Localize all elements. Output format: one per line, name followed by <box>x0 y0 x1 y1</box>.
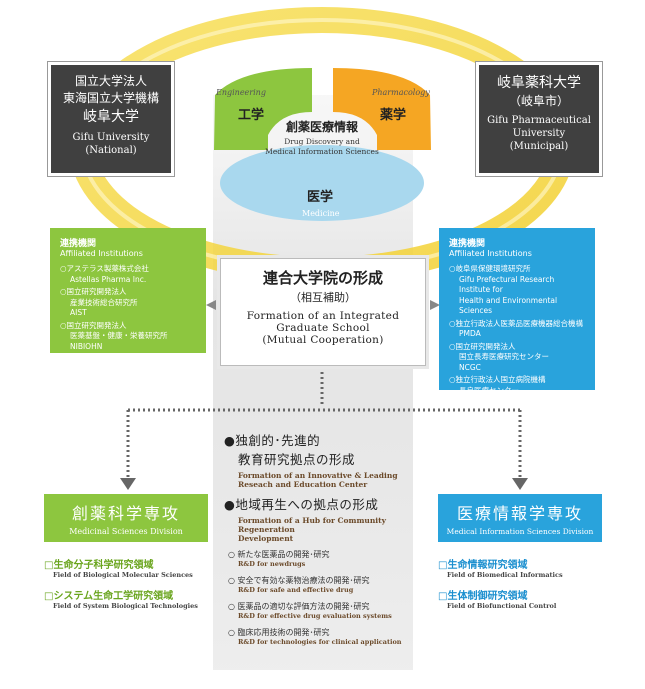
gifu-univ-line3: 岐阜大学 <box>83 109 139 125</box>
pharmacology-label-jp: 薬学 <box>380 108 407 123</box>
gifu-pharm-en2: University <box>512 128 566 139</box>
division-right-fields: □生命情報研究領域 Field of Biomedical Informatic… <box>438 556 618 610</box>
center-box-jp2: （相互補助） <box>290 291 356 304</box>
goal-1-jp1: ●独創的･先進的 <box>224 433 321 448</box>
goal-1-jp2: 教育研究拠点の形成 <box>238 452 356 467</box>
aff-left-item: ○国立研究開発法人 産業技術総合研究所 AIST <box>60 287 138 317</box>
drug-discovery-center: 創薬医療情報 Drug Discovery and Medical Inform… <box>262 118 382 157</box>
aff-right-item: ○国立研究開発法人 国立長寿医療研究センター NCGC <box>449 341 549 372</box>
engineering-label-jp: 工学 <box>238 108 265 123</box>
integrated-graduate-school-box: 連合大学院の形成 （相互補助） Formation of an Integrat… <box>220 258 426 366</box>
division-right-title-jp: 医療情報学専攻 <box>456 504 583 523</box>
list-item: □生命分子科学研究領域 Field of Biological Molecula… <box>44 560 193 579</box>
goal-2-en2: Development <box>238 534 294 543</box>
list-item: ○ 臨床応用技術の開発･研究 R&D for technologies for … <box>228 628 402 646</box>
division-left-title-en: Medicinal Sciences Division <box>69 527 183 536</box>
center-box-jp1: 連合大学院の形成 <box>262 269 383 287</box>
gifu-university-box: 国立大学法人 東海国立大学機構 岐阜大学 Gifu University (Na… <box>47 61 175 177</box>
goal-2-jp1: ●地域再生への拠点の形成 <box>224 497 379 512</box>
division-left-fields: □生命分子科学研究領域 Field of Biological Molecula… <box>44 556 224 610</box>
medicine-label-en: Medicine <box>302 209 340 218</box>
center-label-en2: Medical Information Sciences <box>265 147 379 156</box>
gifu-pharm-line2: （岐阜市） <box>508 94 569 108</box>
goal-item: ●地域再生への拠点の形成 Formation of a Hub for Comm… <box>224 494 434 543</box>
list-item: ○ 医薬品の適切な評価方法の開発･研究 R&D for effective dr… <box>228 602 392 620</box>
center-label-en1: Drug Discovery and <box>284 137 360 146</box>
aff-right-item: ○岐阜県保健環境研究所 Gifu Prefectural Research In… <box>449 264 558 315</box>
division-left-title-jp: 創薬科学専攻 <box>71 504 180 523</box>
center-box-en2: Graduate School <box>276 322 370 334</box>
gifu-pharm-en3: (Municipal) <box>509 141 569 152</box>
medical-information-sciences-division: 医療情報学専攻 Medical Information Sciences Div… <box>438 494 602 542</box>
list-item: ○ 安全で有効な薬物治療法の開発･研究 R&D for safe and eff… <box>228 576 370 594</box>
affiliated-institutions-right: 連携機関 Affiliated Institutions ○岐阜県保健環境研究所… <box>439 228 595 405</box>
pharmacology-label-en: Pharmacology <box>372 88 430 97</box>
goal-1-en2: Reseach and Education Center <box>238 480 368 489</box>
aff-right-title-jp: 連携機関 <box>449 239 486 249</box>
list-item: □生体制御研究領域 Field of Biofunctional Control <box>438 591 557 610</box>
gifu-pharmaceutical-box: 岐阜薬科大学 （岐阜市） Gifu Pharmaceutical Univers… <box>475 61 603 177</box>
goal-2-en1: Formation of a Hub for Community Regener… <box>238 516 386 534</box>
rnd-list: ○ 新たな医薬品の開発･研究 R&D for newdrugs ○ 安全で有効な… <box>228 549 428 646</box>
gifu-pharm-en1: Gifu Pharmaceutical <box>487 115 591 126</box>
engineering-segment <box>214 68 312 150</box>
list-item: □生命情報研究領域 Field of Biomedical Informatic… <box>438 560 563 579</box>
aff-left-title-jp: 連携機関 <box>60 239 97 249</box>
goal-1-en1: Formation of an Innovative & Leading <box>238 471 398 480</box>
center-box-en3: (Mutual Cooperation) <box>262 334 384 346</box>
center-label-jp: 創薬医療情報 <box>285 120 358 134</box>
medicinal-sciences-division: 創薬科学専攻 Medicinal Sciences Division <box>44 494 208 542</box>
goal-item: ●独創的･先進的 教育研究拠点の形成 Formation of an Innov… <box>224 430 424 489</box>
list-item: ○ 新たな医薬品の開発･研究 R&D for newdrugs <box>228 550 330 568</box>
aff-right-item: ○独立行政法人国立病院機構 長良医療センター NAGARA Medical Ce… <box>449 375 550 405</box>
aff-right-item: ○独立行政法人医薬品医療機器総合機構 PMDA <box>449 318 584 339</box>
gifu-univ-en2: (National) <box>85 145 137 156</box>
division-right-title-en: Medical Information Sciences Division <box>446 527 594 536</box>
affiliated-institutions-left: 連携機関 Affiliated Institutions ○アステラス製薬株式会… <box>50 228 206 353</box>
medicine-label-jp: 医学 <box>307 190 334 205</box>
aff-right-title-en: Affiliated Institutions <box>449 249 532 258</box>
pharmacology-segment <box>333 68 431 150</box>
list-item: □システム生命工学研究領域 Field of System Biological… <box>44 591 198 610</box>
aff-left-title-en: Affiliated Institutions <box>60 249 143 258</box>
engineering-label-en: Engineering <box>216 88 266 97</box>
aff-left-item: ○アステラス製薬株式会社 Astellas Pharma Inc. <box>60 264 149 284</box>
medicine-segment <box>220 145 424 221</box>
gifu-univ-en1: Gifu University <box>72 132 150 143</box>
center-box-en1: Formation of an Integrated <box>246 310 400 322</box>
gifu-pharm-line1: 岐阜薬科大学 <box>497 75 581 91</box>
aff-left-item: ○国立研究開発法人 医薬基盤・健康・栄養研究所 NIBIOHN <box>60 320 168 351</box>
gifu-univ-line2: 東海国立大学機構 <box>62 91 159 105</box>
gifu-univ-line1: 国立大学法人 <box>74 74 147 88</box>
